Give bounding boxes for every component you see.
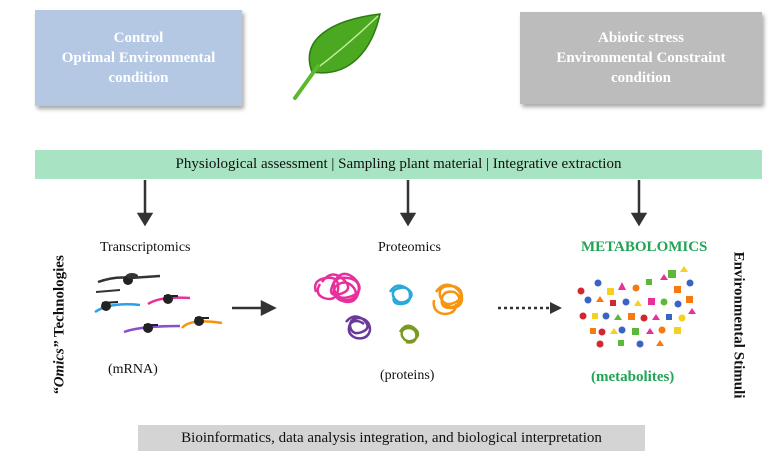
proteomics-label: Proteomics xyxy=(378,240,441,255)
metabolomics-label: METABOLOMICS xyxy=(581,239,708,255)
protein-coil-icon xyxy=(313,272,464,344)
control-title: Control xyxy=(113,30,164,46)
bioinformatics-bar-text: Bioinformatics, data analysis integratio… xyxy=(181,429,602,446)
arrow-down-icon xyxy=(630,180,648,227)
arrow-right-icon xyxy=(232,299,277,317)
control-condition-box: Control Optimal Environmental condition xyxy=(35,10,242,106)
control-line3: condition xyxy=(108,70,169,86)
transcriptomics-label: Transcriptomics xyxy=(100,240,191,255)
assessment-bar-text: Physiological assessment | Sampling plan… xyxy=(175,156,622,172)
metabolite-shape-icon xyxy=(577,266,696,348)
control-line2: Optimal Environmental xyxy=(61,50,216,66)
abiotic-stress-box: Abiotic stress Environmental Constraint … xyxy=(520,12,762,104)
bioinformatics-bar: Bioinformatics, data analysis integratio… xyxy=(138,425,645,451)
environmental-stimuli-label: Environmental Stimuli xyxy=(730,251,747,399)
arrow-right-icon xyxy=(498,302,562,314)
abiotic-line3: condition xyxy=(610,70,671,86)
omics-technologies-label: “Omics” Technologies xyxy=(52,255,69,395)
assessment-bar: Physiological assessment | Sampling plan… xyxy=(35,150,762,179)
proteins-caption: (proteins) xyxy=(380,368,435,383)
mrna-strand-icon xyxy=(94,273,223,334)
abiotic-line2: Environmental Constraint xyxy=(556,50,726,66)
leaf-icon xyxy=(293,13,381,100)
omics-italic: “Omics” xyxy=(51,340,68,395)
metabolites-caption: (metabolites) xyxy=(591,369,675,385)
abiotic-title: Abiotic stress xyxy=(598,30,684,46)
arrow-down-icon xyxy=(399,180,417,227)
technologies-text: Technologies xyxy=(51,255,68,341)
mrna-caption: (mRNA) xyxy=(108,362,158,377)
arrow-down-icon xyxy=(136,180,154,227)
